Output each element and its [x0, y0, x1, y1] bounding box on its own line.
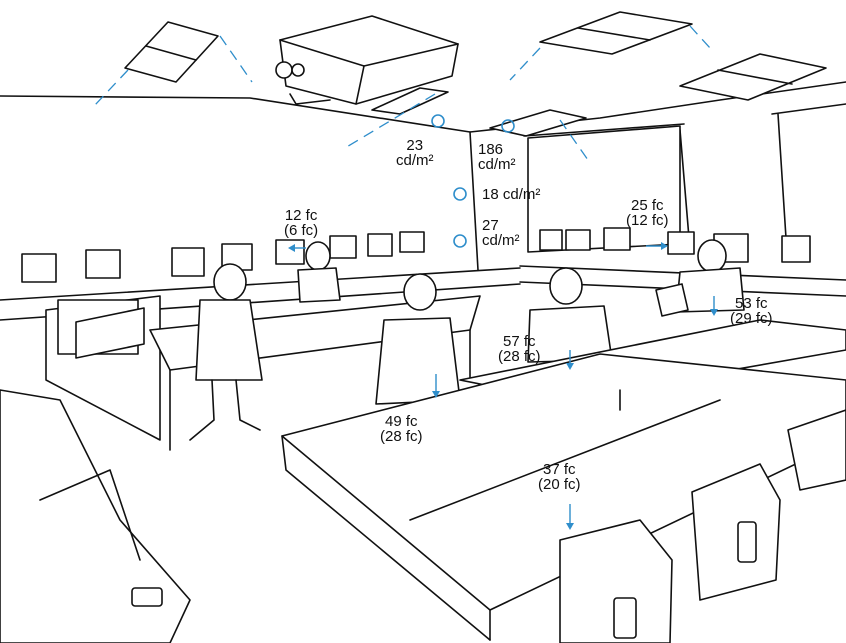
- illuminance-label-front-table: 37 fc (20 fc): [538, 462, 581, 492]
- illuminance-label-right-workstation: 25 fc (12 fc): [626, 198, 669, 228]
- illuminance-label-mid-left-workstation: 12 fc (6 fc): [284, 208, 318, 238]
- luminance-label-wall-upper: 18 cd/m²: [482, 187, 540, 202]
- measurement-point-circle: [454, 188, 466, 200]
- luminance-label-ceiling-fixture: 186 cd/m²: [478, 142, 516, 172]
- measurement-point-circle: [454, 235, 466, 247]
- illuminance-label-front-left-desk: 49 fc (28 fc): [380, 414, 423, 444]
- student-back-left: [190, 264, 262, 440]
- measurement-point-circle: [432, 115, 444, 127]
- luminance-label-wall-lower: 27 cd/m²: [482, 218, 520, 248]
- wall-board: [772, 104, 846, 238]
- illuminance-label-center-student-desk: 57 fc (28 fc): [498, 334, 541, 364]
- front-left-chair: [0, 390, 190, 643]
- illuminance-label-right-desk: 53 fc (29 fc): [730, 296, 773, 326]
- ceiling-light-fixtures: [125, 12, 826, 136]
- luminance-label-ceiling-left: 23 cd/m²: [396, 138, 434, 168]
